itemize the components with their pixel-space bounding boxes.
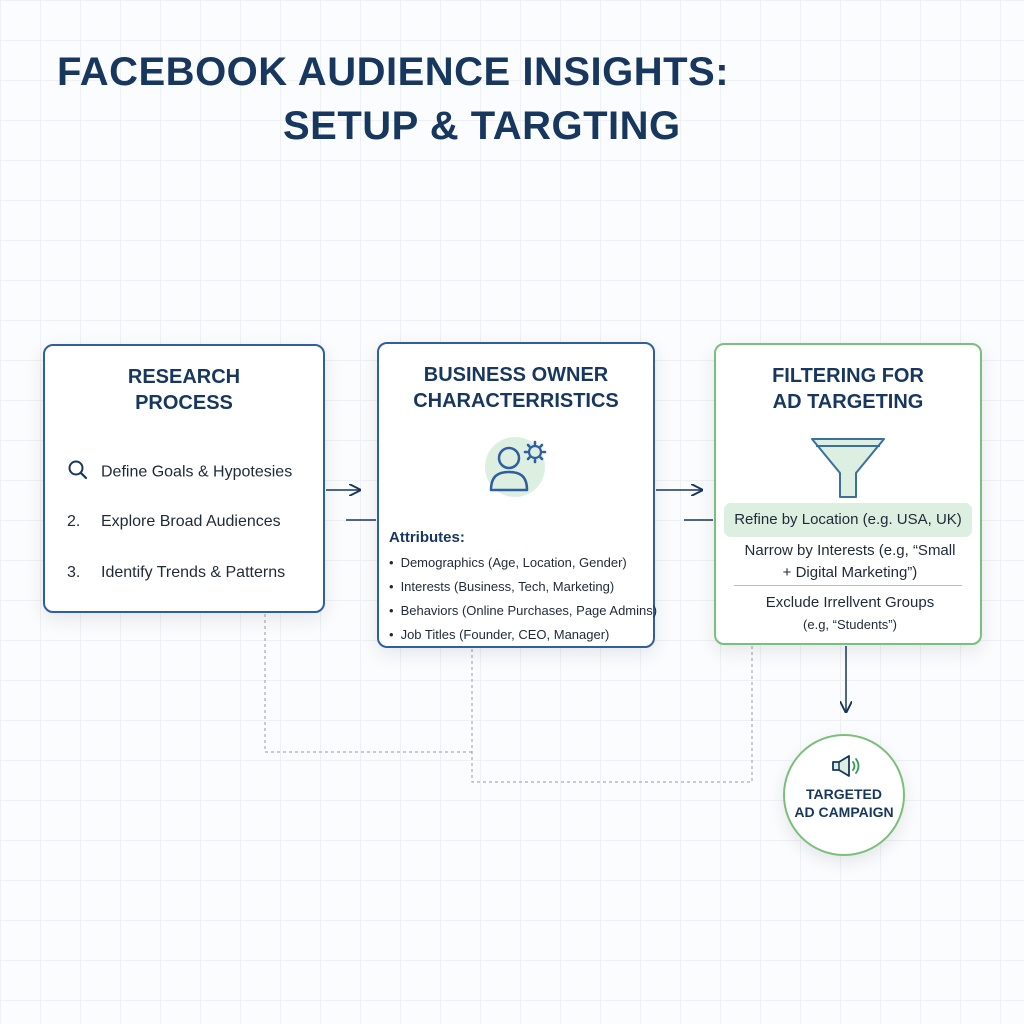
funnel-icon [811,438,885,498]
page-subtitle: SETUP & TARGTING [283,104,681,148]
research-card-title: RESEARCH PROCESS [127,366,241,414]
research-step: 2. Explore Broad Audiences [67,513,281,531]
attribute-item: Demographics (Age, Location, Gender) [389,551,657,575]
step-text: Define Goals & Hypotesies [101,463,293,481]
magnifier-icon [67,459,101,486]
filter-interests: Narrow by Interests (e.g, “Small + Digit… [744,542,956,581]
business-card-title: BUSINESS OWNER CHARACTERRISTICS [413,364,619,412]
research-process-card: RESEARCH PROCESS Define Goals & Hypotesi… [43,344,325,613]
research-step: 3. Identify Trends & Patterns [67,564,285,582]
person-gear-icon [485,437,547,497]
targeted-campaign-label: TARGETED AD CAMPAIGN [794,786,894,820]
research-step: Define Goals & Hypotesies [67,459,292,486]
step-number: 2. [67,513,81,530]
feedback-loop-research [264,614,472,753]
attribute-item: Interests (Business, Tech, Marketing) [389,575,657,599]
filtering-card: FILTERING FOR AD TARGETING Refine by Loc… [714,343,982,645]
business-owner-card: BUSINESS OWNER CHARACTERRISTICS Attribut… [377,342,658,648]
filter-divider [734,585,962,586]
step-number: 3. [67,564,81,581]
step-text: Explore Broad Audiences [101,513,281,530]
filtering-card-title: FILTERING FOR AD TARGETING [772,365,924,413]
filter-exclude: Exclude Irrellvent Groups (e.g, “Student… [765,594,935,632]
filter-location: Refine by Location (e.g. USA, UK) [724,503,972,537]
attribute-item: Behaviors (Online Purchases, Page Admins… [389,599,658,623]
feedback-loop-business [471,646,753,783]
attributes-heading: Attributes: [389,529,465,546]
step-text: Identify Trends & Patterns [101,564,286,581]
attribute-item: Job Titles (Founder, CEO, Manager) [389,623,657,647]
targeted-campaign-node: TARGETED AD CAMPAIGN [783,734,905,856]
attributes-list: Demographics (Age, Location, Gender) Int… [389,551,658,647]
page-title: FACEBOOK AUDIENCE INSIGHTS: [57,50,730,94]
megaphone-icon [832,755,860,777]
